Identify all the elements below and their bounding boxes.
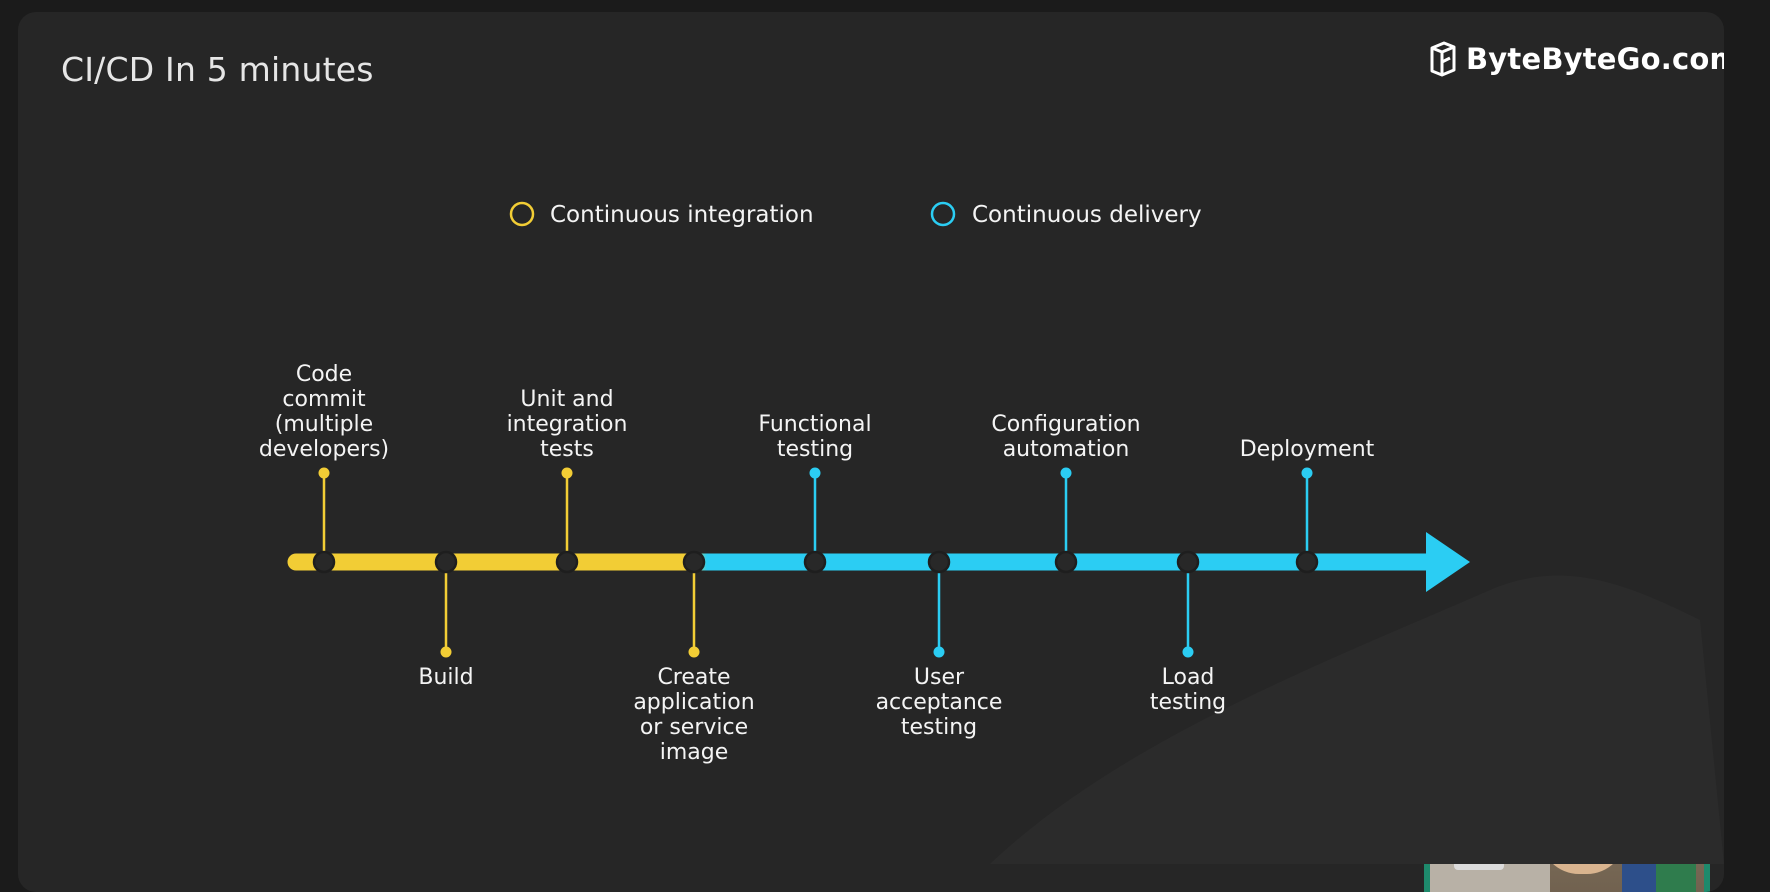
stage-label: testing [901, 715, 977, 740]
stage-label: Configuration [991, 412, 1140, 437]
legend-marker-icon [509, 201, 535, 227]
stage-dot [1301, 467, 1313, 479]
stage-label: testing [1150, 690, 1226, 715]
stage-dot [1182, 646, 1194, 658]
stage-node-ring [803, 550, 827, 574]
legend-label: Continuous delivery [972, 202, 1202, 228]
background-wave [990, 575, 1724, 864]
legend-marker-icon [930, 201, 956, 227]
stage-node-ring [555, 550, 579, 574]
pipeline-stage: Build [418, 550, 474, 690]
stage-dot [561, 467, 573, 479]
stage-label: Functional [758, 412, 871, 437]
stage-label: Load [1162, 665, 1215, 690]
arrow-head-icon [1426, 532, 1470, 592]
legend: Continuous integration Continuous deliver… [509, 201, 1202, 228]
stage-label: Unit and [520, 387, 613, 412]
stage-label: integration [507, 412, 628, 437]
stage-label: (multiple [275, 412, 373, 437]
stage-dot [440, 646, 452, 658]
stage-label: or service [640, 715, 748, 740]
stage-label: User [914, 665, 965, 690]
cicd-pipeline-diagram: Continuous integration Continuous deliver… [258, 201, 1724, 864]
stage-label: Build [418, 665, 473, 690]
stage-label: tests [540, 437, 594, 462]
stage-label: commit [282, 387, 366, 412]
brand-logo: ByteByteGo.com [1428, 40, 1724, 78]
stage-label: testing [777, 437, 853, 462]
stage-node-ring [927, 550, 951, 574]
stage-label: acceptance [876, 690, 1003, 715]
legend-label: Continuous integration [550, 202, 814, 228]
stage-node-ring [434, 550, 458, 574]
stage-label: application [633, 690, 754, 715]
stage-label: Create [657, 665, 730, 690]
stage-dot [318, 467, 330, 479]
stage-dot [1060, 467, 1072, 479]
stage-node-ring [1176, 550, 1200, 574]
stage-dot [809, 467, 821, 479]
stage-node-ring [682, 550, 706, 574]
stage-label: automation [1003, 437, 1130, 462]
stage-label: Deployment [1240, 437, 1375, 462]
page-title: CI/CD In 5 minutes [61, 50, 374, 89]
stage-node-ring [312, 550, 336, 574]
brand-name: ByteByteGo.com [1466, 42, 1724, 76]
stage-node-ring [1054, 550, 1078, 574]
bytebytego-logo-icon [1428, 40, 1458, 78]
stage-label: image [660, 740, 729, 765]
stage-label: developers) [259, 437, 389, 462]
pipeline-stage: Deployment [1240, 437, 1375, 574]
stage-dot [688, 646, 700, 658]
stage-node-ring [1295, 550, 1319, 574]
stage-dot [933, 646, 945, 658]
stage-label: Code [296, 362, 352, 387]
pipeline-timeline [287, 532, 1470, 592]
